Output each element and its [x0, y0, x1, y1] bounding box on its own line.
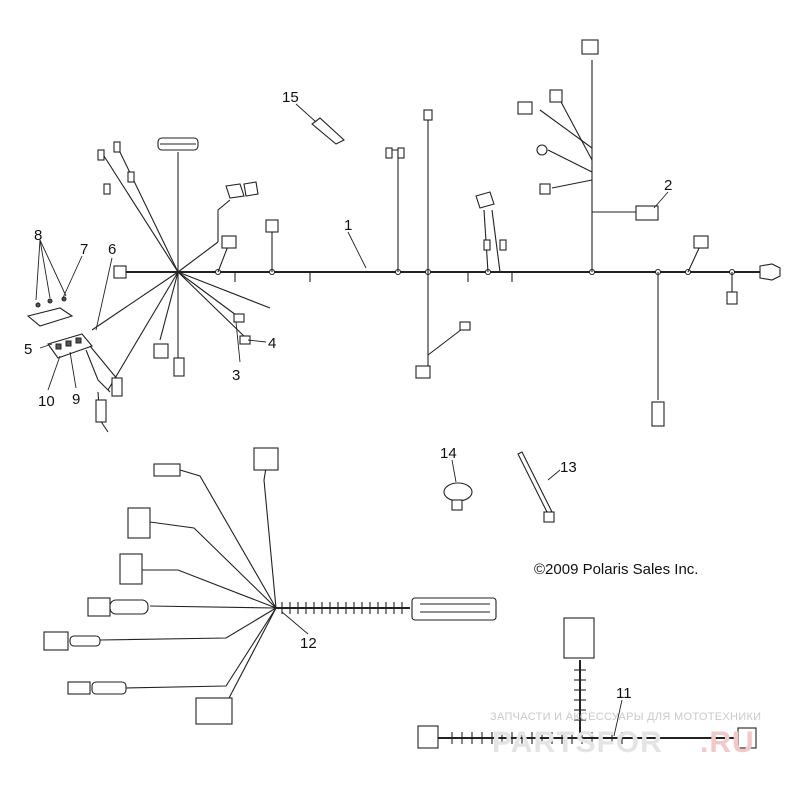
sleeve-15 [295, 103, 345, 145]
callout-15: 15 [282, 89, 299, 106]
sub-harness-12 [43, 447, 497, 725]
callout-10: 10 [38, 393, 55, 410]
callout-3: 3 [232, 367, 240, 384]
copyright-text: ©2009 Polaris Sales Inc. [534, 561, 698, 578]
callout-11: 11 [616, 685, 632, 702]
callout-7: 7 [80, 241, 88, 258]
callout-6: 6 [108, 241, 116, 258]
sub-harness-11 [417, 617, 757, 749]
main-harness [91, 39, 781, 427]
fuse-box-assembly [26, 296, 123, 433]
clip-14 [443, 482, 473, 511]
callout-labels: 1 2 3 4 5 6 7 8 9 10 11 12 13 14 15 [24, 89, 672, 702]
watermark-site-main: PARTSFOR [492, 726, 663, 759]
callout-14: 14 [440, 445, 457, 462]
cable-tie-13 [517, 451, 561, 523]
callout-8: 8 [34, 227, 42, 244]
watermark-site-tld: .RU [700, 726, 755, 759]
leader-lines [35, 191, 669, 737]
callout-13: 13 [560, 459, 577, 476]
callout-2: 2 [664, 177, 672, 194]
callout-12: 12 [300, 635, 317, 652]
callout-9: 9 [72, 391, 80, 408]
callout-5: 5 [24, 341, 32, 358]
callout-1: 1 [344, 217, 352, 234]
watermark: ЗАПЧАСТИ И АКСЕССУАРЫ ДЛЯ МОТОТЕХНИКИ PA… [490, 711, 761, 759]
callout-4: 4 [268, 335, 276, 352]
watermark-caption: ЗАПЧАСТИ И АКСЕССУАРЫ ДЛЯ МОТОТЕХНИКИ [490, 711, 761, 723]
